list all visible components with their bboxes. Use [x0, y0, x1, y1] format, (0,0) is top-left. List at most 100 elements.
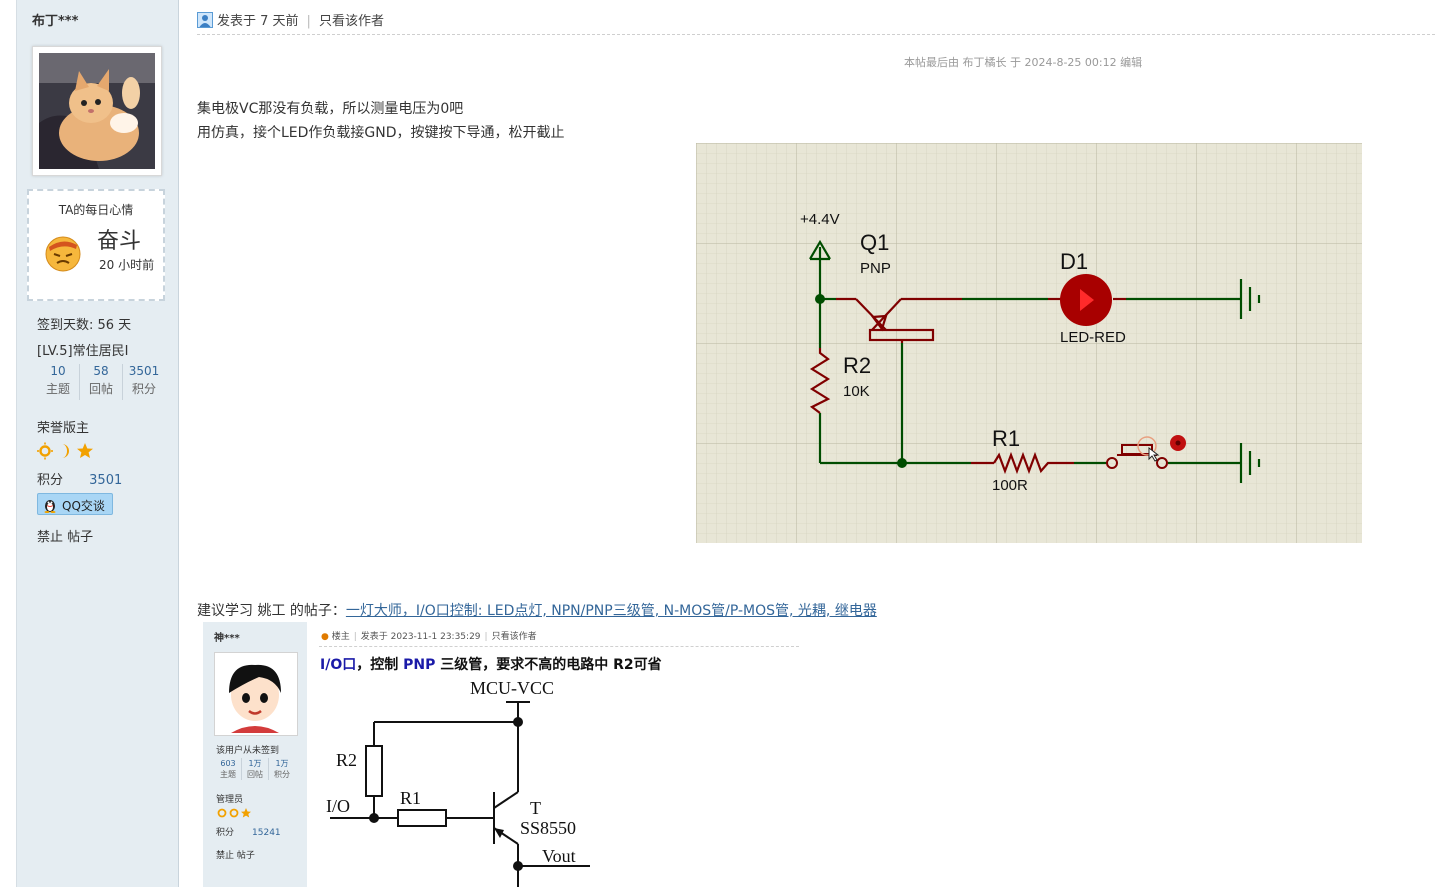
embed-stat-points-label: 积分 [274, 770, 290, 779]
embed-stat-replies-count: 1万 [248, 759, 262, 768]
ban-posts[interactable]: 禁止 帖子 [37, 530, 94, 545]
r2-name: R2 [843, 353, 871, 378]
stat-points[interactable]: 3501 积分 [123, 364, 165, 400]
embed-sep-2: | [484, 632, 488, 642]
embed-meta-time: 发表于 2023-11-1 23:35:29 [360, 632, 481, 642]
user-post-icon [197, 12, 213, 32]
embed-stat-points-count: 1万 [275, 759, 289, 768]
embed-banned: 禁止 帖子 [216, 851, 255, 861]
embed-sidebar: 神*** 该用户从未签到 603 主题 1万回帖 1万积分 管理员 [203, 622, 307, 887]
junction-dot-bottom [897, 458, 907, 468]
ground-symbol-top [1239, 279, 1261, 319]
points-row: 积分 3501 [37, 469, 122, 488]
q1-transistor [836, 297, 962, 343]
edit-note: 本帖最后由 布丁橘长 于 2024-8-25 00:12 编辑 [904, 56, 1143, 69]
mood-face-icon [43, 233, 83, 277]
embed-title-rest: 三级管，要求不高的电路中 R2可省 [435, 657, 662, 673]
post-time: 发表于 7 天前 [217, 14, 299, 29]
embed-meta: ● 楼主|发表于 2023-11-1 23:35:29|只看该作者 [321, 629, 537, 642]
daily-mood-box: TA的每日心情 奋斗 20 小时前 [27, 189, 165, 301]
r1-value: 100R [992, 477, 1028, 494]
embed-stats: 603 主题 1万回帖 1万积分 [215, 758, 295, 780]
star-icon [77, 443, 93, 458]
r2-resistor [809, 348, 831, 414]
embed-meta-floor: 楼主 [331, 632, 350, 642]
mood-word: 奋斗 [97, 229, 142, 254]
embed-r2-label: R2 [336, 750, 357, 770]
power-terminal [809, 239, 831, 299]
junction-dot-top [815, 294, 825, 304]
embedded-post-screenshot[interactable]: 神*** 该用户从未签到 603 主题 1万回帖 1万积分 管理员 [203, 622, 803, 887]
avatar[interactable] [32, 46, 162, 176]
meta-divider [197, 34, 1435, 35]
ground-symbol-bottom [1239, 443, 1261, 483]
embed-person-icon: ● [321, 632, 329, 642]
r2-value: 10K [843, 383, 870, 400]
qq-chat-label: QQ交谈 [62, 499, 105, 513]
qq-penguin-icon [42, 497, 58, 516]
author-only-link[interactable]: 只看该作者 [318, 14, 384, 29]
embed-stat-replies-label: 回帖 [247, 770, 263, 779]
stat-threads[interactable]: 10 主题 [37, 364, 80, 400]
embed-points-value: 15241 [252, 828, 281, 838]
r1-resistor [971, 451, 1074, 475]
embed-title-io: I/O口 [320, 657, 357, 673]
embed-signin: 该用户从未签到 [216, 746, 280, 756]
user-sidebar: 布丁*** TA的每日心情 奋斗 [16, 0, 179, 887]
r1-name: R1 [992, 426, 1020, 451]
embed-avatar [214, 652, 298, 736]
signin-days: 签到天数: 56 天 [37, 318, 132, 333]
suggest-thread-link[interactable]: 一灯大师，I/O口控制: LED点灯, NPN/PNP三级管, N-MOS管/P… [345, 603, 877, 619]
embed-stat-threads-label: 主题 [220, 770, 236, 779]
embed-points-row: 积分 15241 [216, 825, 281, 838]
d1-type: LED-RED [1060, 329, 1126, 346]
post-line-1: 集电极VC那没有负载，所以测量电压为0吧 [197, 101, 464, 117]
avatar-image [39, 53, 155, 169]
supply-label: +4.4V [800, 211, 840, 228]
user-stats: 10 主题 58 回帖 3501 积分 [37, 364, 165, 400]
d1-led [1048, 274, 1126, 326]
embed-stat-threads-count: 603 [220, 759, 236, 768]
mood-time: 20 小时前 [99, 258, 155, 272]
stat-replies-count[interactable]: 58 [93, 364, 109, 378]
points-label: 积分 [37, 473, 64, 488]
stat-replies-label: 回帖 [88, 382, 113, 396]
embed-stat-threads: 603 主题 [215, 758, 242, 780]
embed-title-pnp: PNP [403, 657, 436, 673]
d1-name: D1 [1060, 249, 1088, 274]
embed-title-mid: ，控制 [356, 657, 404, 673]
rank-icons [37, 442, 97, 460]
embed-divider [319, 646, 799, 647]
embed-vcc-label: MCU-VCC [470, 678, 554, 698]
username[interactable]: 布丁*** [32, 14, 79, 29]
embed-username: 神*** [214, 633, 240, 644]
points-value: 3501 [89, 473, 123, 488]
post-line-2: 用仿真，接个LED作负载接GND，按键按下导通，松开截止 [197, 125, 565, 141]
embed-r1-label: R1 [400, 788, 421, 808]
moon-icon [62, 444, 69, 458]
embed-io-label: I/O [326, 796, 350, 816]
stat-replies[interactable]: 58 回帖 [80, 364, 123, 400]
qq-chat-button[interactable]: QQ交谈 [37, 493, 113, 515]
user-level[interactable]: [LV.5]常住居民I [37, 344, 129, 359]
meta-separator: | [306, 14, 311, 29]
simulation-schematic-image[interactable]: +4.4V Q1 PNP [696, 143, 1362, 547]
embed-part-label: SS8550 [520, 818, 576, 838]
embed-t-label: T [530, 798, 541, 818]
stat-threads-count[interactable]: 10 [50, 364, 66, 378]
embed-points-label: 积分 [216, 828, 235, 838]
sun-icon [37, 442, 53, 460]
wires [818, 297, 1241, 465]
q1-type: PNP [860, 260, 891, 277]
push-button-switch [1106, 436, 1168, 469]
mood-title: TA的每日心情 [58, 203, 134, 217]
stat-points-count[interactable]: 3501 [128, 364, 160, 378]
embed-meta-author-only: 只看该作者 [491, 632, 537, 642]
q1-name: Q1 [860, 230, 889, 255]
post-meta: 发表于 7 天前 | 只看该作者 [197, 10, 384, 32]
stat-threads-label: 主题 [45, 382, 70, 396]
embed-post-title: I/O口，控制 PNP 三级管，要求不高的电路中 R2可省 [320, 654, 662, 674]
embed-rank-icons [216, 807, 256, 822]
embed-stat-replies: 1万回帖 [242, 758, 269, 780]
embed-role: 管理员 [216, 795, 244, 805]
